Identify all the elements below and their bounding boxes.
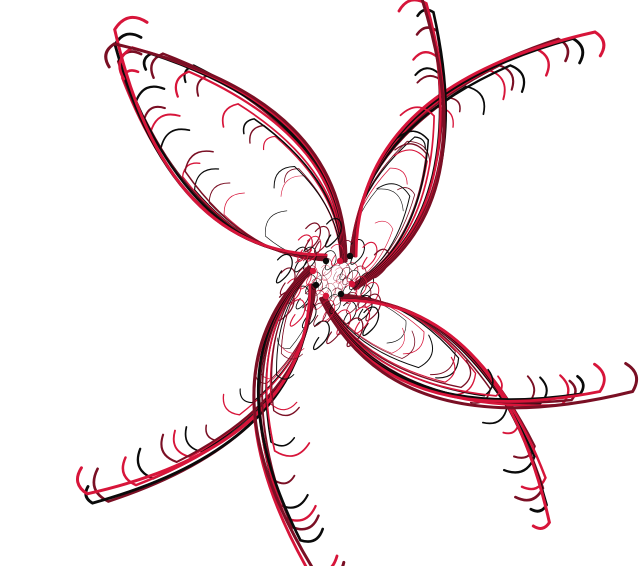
curl-stroke <box>322 296 503 397</box>
inner-squiggle <box>317 274 328 291</box>
curl-stroke <box>252 265 346 566</box>
inner-squiggle <box>354 306 371 335</box>
curl-stroke <box>351 220 394 285</box>
inner-squiggle <box>322 299 335 322</box>
inner-squiggle <box>294 246 309 273</box>
hub-dot <box>322 292 330 300</box>
inner-squiggle <box>346 262 359 283</box>
curl-stroke <box>75 283 312 496</box>
inner-squiggle <box>338 262 350 280</box>
curl-stroke <box>265 268 312 457</box>
inner-squiggle <box>354 275 367 298</box>
curl-stroke <box>276 269 313 380</box>
inner-squiggle <box>313 302 327 327</box>
curl-stroke <box>352 130 430 287</box>
inner-squiggle <box>321 264 332 281</box>
curl-stroke <box>280 270 314 360</box>
curl-stroke <box>319 297 639 410</box>
inner-squiggle <box>304 222 322 253</box>
curl-stroke <box>113 15 328 257</box>
inner-squiggle <box>289 298 306 327</box>
inner-squiggle <box>350 239 365 265</box>
curl-stroke <box>324 295 434 369</box>
curl-stroke <box>352 183 411 286</box>
hub-dot <box>322 257 330 265</box>
curl-stroke <box>325 295 416 359</box>
curl-stroke <box>353 0 446 291</box>
curl-stroke <box>354 30 606 258</box>
inner-squiggle <box>357 295 373 321</box>
inner-squiggle <box>305 265 318 286</box>
hub-dot <box>336 257 344 265</box>
inner-squiggle <box>341 267 353 286</box>
inner-squiggle <box>361 241 378 270</box>
hub-dot <box>346 252 354 260</box>
curl-stroke <box>352 106 435 288</box>
curl-stroke <box>273 166 342 262</box>
curl-stroke <box>221 102 344 262</box>
inner-squiggle <box>345 292 359 314</box>
inner-squiggle <box>275 253 293 284</box>
inner-squiggle <box>362 306 380 337</box>
inner-squiggle <box>324 217 342 248</box>
inner-squiggle <box>336 273 348 290</box>
hub-dot <box>348 280 356 288</box>
inner-squiggle <box>365 293 382 322</box>
curl-stroke <box>324 296 456 383</box>
inner-squiggle <box>332 264 343 281</box>
hub-dot <box>312 281 320 289</box>
inner-squiggle <box>303 246 317 271</box>
curl-stroke <box>323 296 472 389</box>
curl-stroke <box>339 298 551 530</box>
hub-dots <box>309 252 356 300</box>
hub-dot <box>337 290 345 298</box>
curl-stroke <box>325 295 405 354</box>
inner-squiggle <box>306 235 322 262</box>
inner-squiggle <box>328 294 341 314</box>
curl-layer <box>75 0 639 566</box>
inner-squiggle <box>357 284 372 309</box>
inner-squiggle <box>318 278 330 295</box>
inner-squiggle <box>324 250 337 271</box>
curl-stroke <box>270 269 313 417</box>
curl-stroke <box>104 42 348 263</box>
hub-dot <box>309 267 317 275</box>
inner-squiggle <box>313 225 330 254</box>
curl-stroke <box>242 118 344 262</box>
